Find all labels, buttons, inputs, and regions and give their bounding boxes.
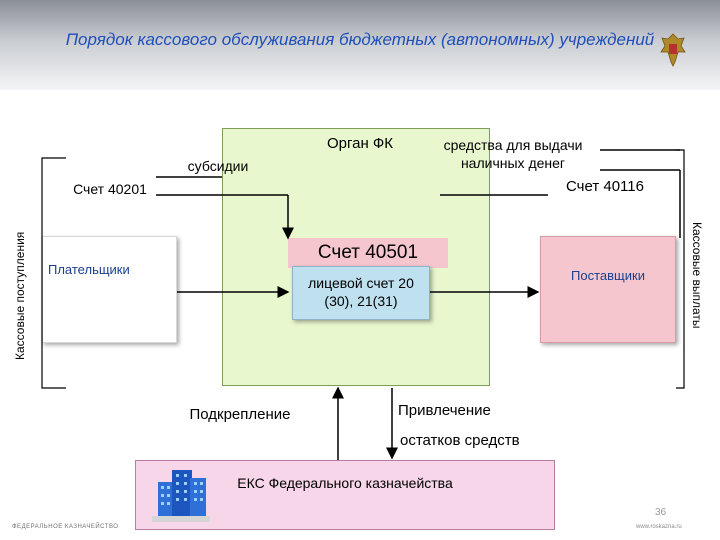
- attraction-label-2: остатков средств: [400, 432, 520, 449]
- footer-site: www.roskazna.ru: [636, 524, 682, 530]
- header-bar: [0, 0, 720, 90]
- personal-account-box: [292, 266, 430, 320]
- emblem-icon: [660, 33, 686, 67]
- reinforcement-label: Подкрепление: [189, 406, 291, 423]
- payers-label: Плательщики: [48, 262, 130, 277]
- cash-funds-label: средства для выдачи наличных денег: [443, 137, 583, 171]
- attraction-label-1: Привлечение: [398, 402, 491, 419]
- building-icon: [152, 470, 210, 522]
- right-bracket: [676, 149, 685, 389]
- payers-box: [42, 236, 177, 343]
- slide-title: Порядок кассового обслуживания бюджетных…: [65, 30, 655, 49]
- fk-label: Орган ФК: [326, 135, 394, 152]
- footer-logo: ФЕДЕРАЛЬНОЕ КАЗНАЧЕЙСТВО: [12, 524, 119, 530]
- subsidies-label: субсидии: [187, 158, 249, 174]
- suppliers-label: Поставщики: [571, 268, 645, 283]
- account-40116-label: Счет 40116: [566, 178, 644, 195]
- cash-receipts-label: Кассовые поступления: [13, 231, 27, 360]
- cash-payments-label: Кассовые выплаты: [690, 222, 704, 329]
- personal-account-label: лицевой счет 20 (30), 21(31): [308, 275, 414, 309]
- account-40501-label: Счет 40501: [288, 238, 448, 268]
- eks-label: ЕКС Федерального казначейства: [237, 475, 453, 491]
- account-40201-label: Счет 40201: [73, 181, 147, 197]
- suppliers-box: [540, 236, 676, 343]
- page-number: 36: [655, 507, 667, 518]
